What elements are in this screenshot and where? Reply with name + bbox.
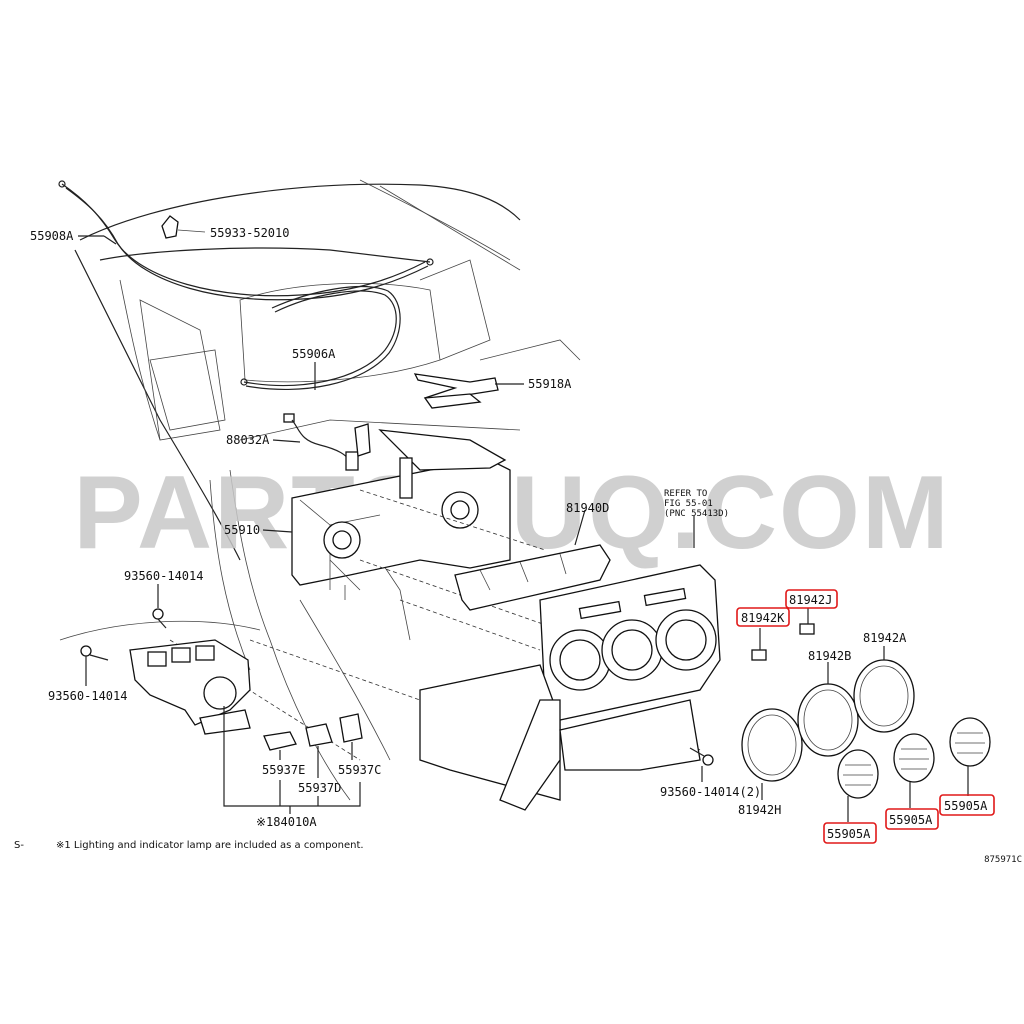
harness-part bbox=[283, 413, 371, 471]
ring-81942B-part bbox=[797, 683, 859, 757]
callout-55937C[interactable]: 55937C bbox=[338, 763, 381, 777]
knob-55937D-part bbox=[305, 723, 333, 747]
callout-55937D[interactable]: 55937D bbox=[298, 781, 341, 795]
screw-bottom bbox=[689, 747, 714, 766]
highlight-55905A-1 bbox=[823, 822, 877, 844]
highlight-81942J bbox=[785, 589, 838, 609]
refer-line-2: FIG 55-01 bbox=[664, 499, 713, 509]
callout-88032A[interactable]: 88032A bbox=[226, 433, 270, 447]
callout-81942J[interactable]: 81942J bbox=[789, 593, 832, 607]
highlight-55905A-2 bbox=[885, 808, 939, 830]
watermark-text: PARTSOUQ.COM bbox=[73, 455, 950, 571]
control-unit-part bbox=[291, 429, 511, 600]
callout-93560-14014-left[interactable]: 93560-14014 bbox=[48, 689, 127, 703]
dashboard-outline bbox=[59, 179, 581, 801]
leader-lines bbox=[78, 235, 969, 822]
control-panel-part bbox=[419, 564, 721, 811]
dial-3-part bbox=[949, 717, 991, 767]
figure-code: 875971C bbox=[984, 855, 1022, 865]
callout-81942H[interactable]: 81942H bbox=[738, 803, 781, 817]
highlight-55905A-3 bbox=[939, 794, 995, 816]
screw-left bbox=[80, 645, 109, 661]
ring-81942H-part bbox=[741, 708, 803, 782]
refer-note: REFER TO FIG 55-01 (PNC 55413D) bbox=[664, 489, 729, 519]
footnote-text: ※1 Lighting and indicator lamp are inclu… bbox=[56, 840, 364, 851]
refer-line-1: REFER TO bbox=[664, 489, 707, 499]
callout-55937E[interactable]: 55937E bbox=[262, 763, 305, 777]
highlight-81942K bbox=[736, 607, 790, 627]
callout-55905A-2[interactable]: 55905A bbox=[889, 813, 933, 827]
dial-2-part bbox=[893, 733, 935, 783]
cable-55908A bbox=[58, 180, 434, 301]
switch-assembly-part bbox=[129, 639, 251, 735]
plate-81942K-part bbox=[751, 649, 767, 661]
callout-55933-52010[interactable]: 55933-52010 bbox=[210, 226, 289, 240]
knob-55937C-part bbox=[339, 713, 363, 743]
callout-93560-14014-top[interactable]: 93560-14014 bbox=[124, 569, 203, 583]
callout-84010A[interactable]: ※184010A bbox=[256, 815, 317, 829]
dial-1-part bbox=[837, 749, 879, 799]
lever-part bbox=[413, 373, 499, 409]
refer-line-3: (PNC 55413D) bbox=[664, 509, 729, 519]
callout-81942B[interactable]: 81942B bbox=[808, 649, 851, 663]
plate-81942J-part bbox=[799, 623, 815, 635]
ring-81942A-part bbox=[853, 659, 915, 733]
callout-81940D[interactable]: 81940D bbox=[566, 501, 609, 515]
callout-81942K[interactable]: 81942K bbox=[741, 611, 785, 625]
callout-55908A[interactable]: 55908A bbox=[30, 229, 74, 243]
callout-55918A[interactable]: 55918A bbox=[528, 377, 572, 391]
callout-55910[interactable]: 55910 bbox=[224, 523, 260, 537]
knob-55937E-part bbox=[263, 731, 297, 751]
cable-55906A bbox=[240, 286, 401, 391]
callout-55906A[interactable]: 55906A bbox=[292, 347, 336, 361]
callout-81942A[interactable]: 81942A bbox=[863, 631, 907, 645]
screw-top-left bbox=[152, 608, 167, 629]
callout-55905A-1[interactable]: 55905A bbox=[827, 827, 871, 841]
callout-55905A-3[interactable]: 55905A bbox=[944, 799, 988, 813]
clip-part bbox=[161, 215, 206, 239]
bezel-part bbox=[454, 544, 611, 611]
callout-93560-14014-bottom[interactable]: 93560-14014(2) bbox=[660, 785, 761, 799]
footnote-prefix: S- bbox=[14, 840, 24, 851]
